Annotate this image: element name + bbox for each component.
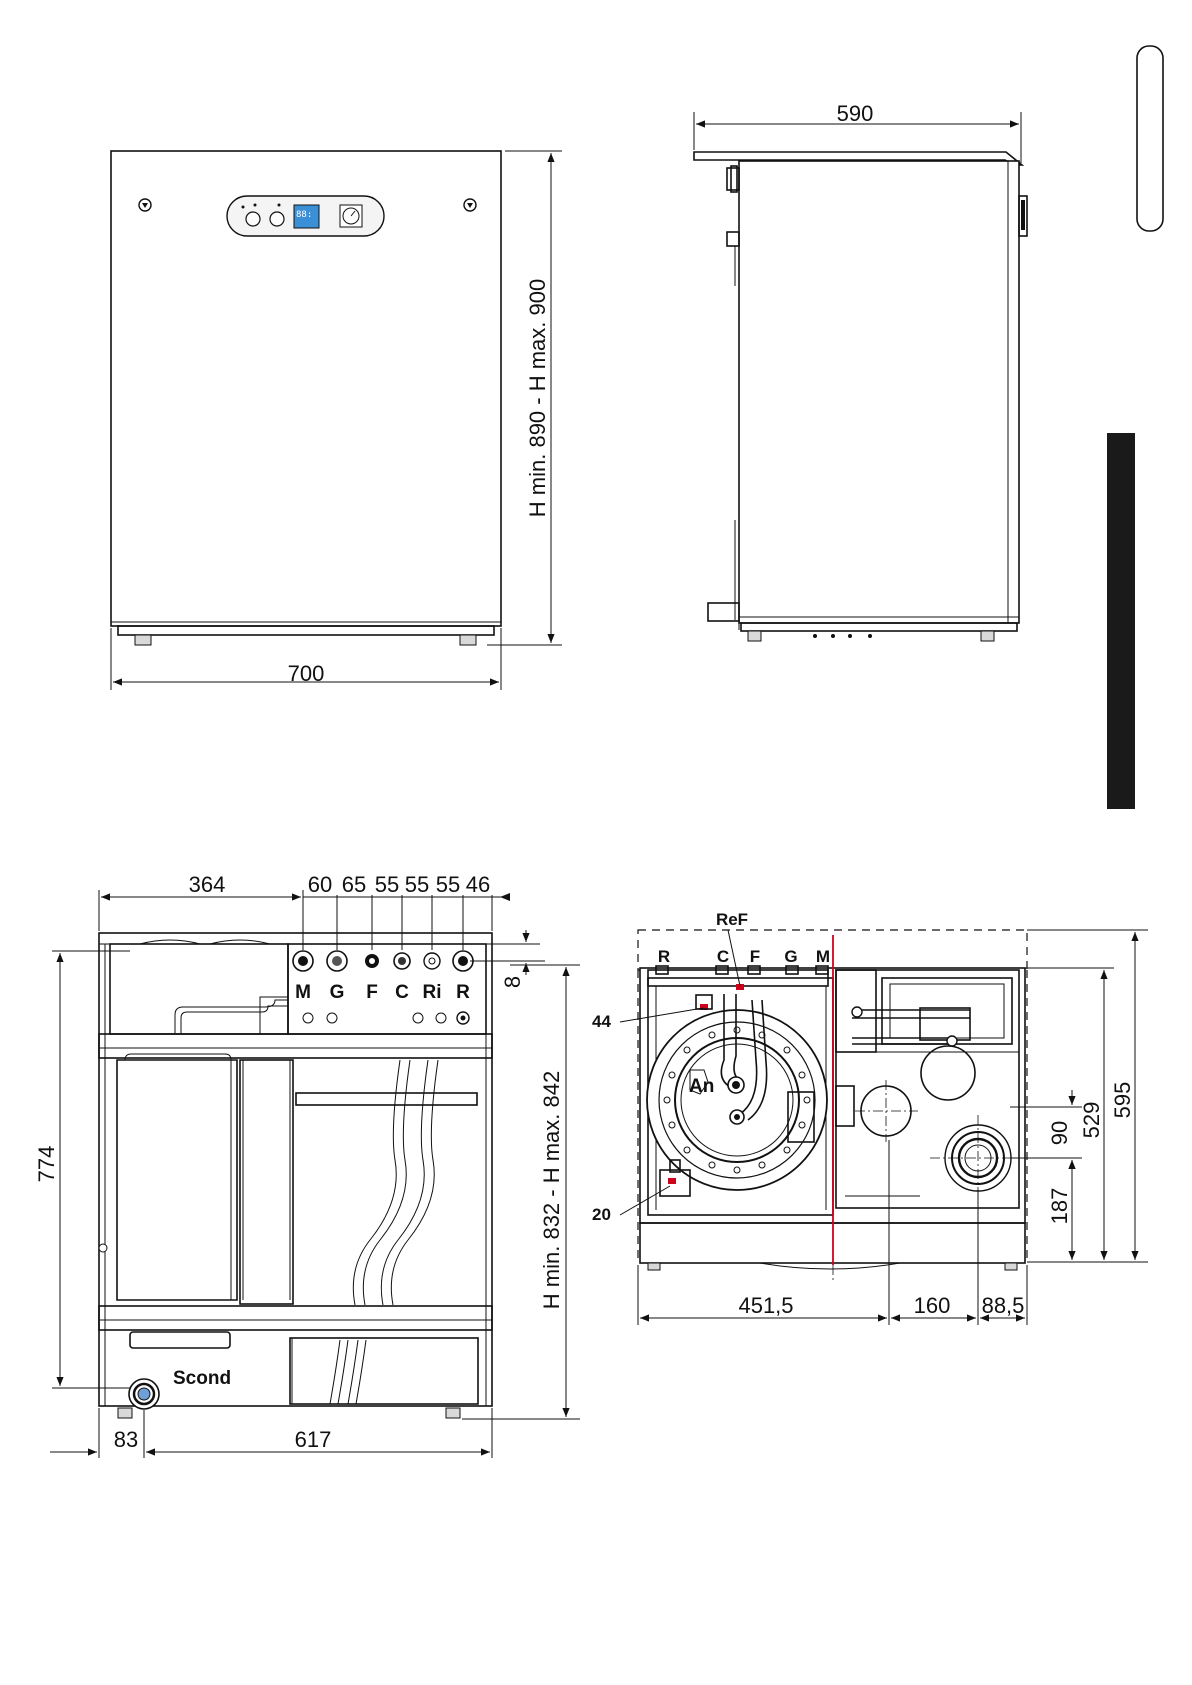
rear-conn-m: M xyxy=(295,982,311,1003)
top-label-ref: ReF xyxy=(716,910,748,929)
rear-conn-c: C xyxy=(395,982,409,1003)
rear-condensate-label: Scond xyxy=(173,1368,231,1389)
top-dim-88: 88,5 xyxy=(982,1293,1025,1318)
connection-icon xyxy=(365,954,379,968)
top-conn-r: R xyxy=(658,947,670,966)
connection-icon xyxy=(293,951,313,971)
side-depth-dim: 590 xyxy=(837,101,874,126)
rear-conn-g: G xyxy=(330,982,345,1003)
page-tab-outline xyxy=(1137,46,1163,231)
rear-dim-55c: 55 xyxy=(436,872,460,897)
top-dim-90: 90 xyxy=(1047,1121,1072,1145)
front-width-dim: 700 xyxy=(288,661,325,686)
screw-icon xyxy=(464,199,476,211)
connection-icon xyxy=(327,951,347,971)
top-label-44: 44 xyxy=(592,1012,611,1031)
front-height-dim: H min. 890 - H max. 900 xyxy=(525,279,550,517)
rear-view: M G F C Ri R xyxy=(34,872,580,1458)
top-view: An R C F G M ReF 44 20 xyxy=(592,910,1148,1325)
top-conn-c: C xyxy=(717,947,729,966)
top-dim-529: 529 xyxy=(1079,1102,1104,1139)
top-label-20: 20 xyxy=(592,1205,611,1224)
rear-dim-83: 83 xyxy=(114,1427,138,1452)
rear-dim-65: 65 xyxy=(342,872,366,897)
display-readout: 88: xyxy=(296,210,312,220)
rear-dim-8: 8 xyxy=(500,976,525,988)
burner-flange-icon xyxy=(647,1010,827,1190)
top-dim-451: 451,5 xyxy=(738,1293,793,1318)
rear-height-dim: H min. 832 - H max. 842 xyxy=(539,1071,564,1309)
page-tab-filled xyxy=(1107,433,1135,809)
side-view: 590 xyxy=(694,101,1027,641)
knob-icon xyxy=(246,212,260,226)
rear-conn-f: F xyxy=(366,982,378,1003)
rear-dim-364: 364 xyxy=(189,872,226,897)
rear-dim-60: 60 xyxy=(308,872,332,897)
front-view: 88: 700 H min. 890 - H max. 900 xyxy=(111,151,562,690)
rear-conn-ri: Ri xyxy=(423,982,442,1003)
connection-icon xyxy=(394,953,410,969)
rear-dim-617: 617 xyxy=(295,1427,332,1452)
top-conn-m: M xyxy=(816,947,830,966)
connection-icon xyxy=(424,953,440,969)
rear-dim-774: 774 xyxy=(34,1146,59,1183)
rear-dim-55b: 55 xyxy=(405,872,429,897)
rear-dim-46: 46 xyxy=(466,872,490,897)
top-label-an: An xyxy=(689,1076,714,1097)
rear-conn-r: R xyxy=(456,982,470,1003)
top-dim-160: 160 xyxy=(914,1293,951,1318)
control-panel: 88: xyxy=(227,196,384,236)
screw-icon xyxy=(139,199,151,211)
top-conn-g: G xyxy=(784,947,797,966)
condensate-outlet-icon xyxy=(129,1379,159,1409)
top-conn-f: F xyxy=(750,947,760,966)
knob-icon xyxy=(270,212,284,226)
top-dim-187: 187 xyxy=(1047,1188,1072,1225)
top-dim-595: 595 xyxy=(1110,1082,1135,1119)
rear-dim-55a: 55 xyxy=(375,872,399,897)
